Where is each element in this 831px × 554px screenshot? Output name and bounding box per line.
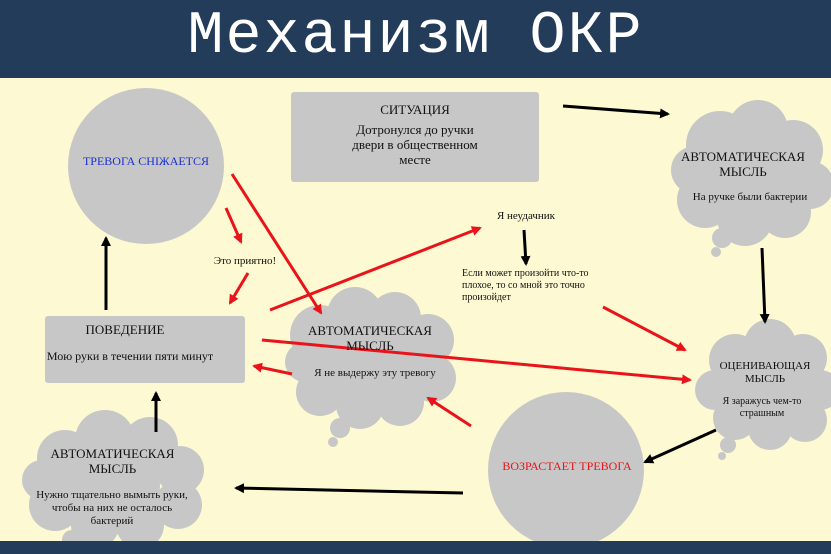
situation-text: Дотронулся до ручки двери в общественном… xyxy=(352,122,478,167)
auto-thought-center-cloud xyxy=(285,287,456,447)
arrow-center-thought-to-behavior xyxy=(252,362,293,376)
arrow-loser-to-condition xyxy=(520,229,531,266)
nice-label: Это приятно! xyxy=(213,255,277,267)
loser-label: Я неудачник xyxy=(496,210,556,222)
anxiety-decreases-label: ТРЕВОГА СНIЖАЕТСЯ xyxy=(82,154,210,168)
arrow-anxiety-up-to-center-thought xyxy=(426,396,472,428)
behavior-heading: ПОВЕДЕНИЕ xyxy=(85,322,165,337)
situation-heading: СИТУАЦИЯ xyxy=(380,102,450,117)
arrow-anxiety-up-to-bottom-thought xyxy=(234,483,464,495)
anxiety-increases-circle xyxy=(488,392,644,548)
arrow-condition-to-evaluating xyxy=(602,305,687,352)
arrow-behavior-to-loser xyxy=(269,226,482,312)
arrow-situation-to-thought xyxy=(562,104,670,119)
auto-thought-top-heading: АВТОМАТИЧЕСКАЯ МЫСЛЬ xyxy=(681,149,805,179)
arrow-behavior-to-evaluating xyxy=(261,338,692,385)
behavior-box xyxy=(45,316,245,383)
anxiety-decreases-circle xyxy=(68,88,224,244)
auto-thought-center-text: Я не выдержу эту тревогу xyxy=(314,367,436,379)
auto-thought-bottom-heading: АВТОМАТИЧЕСКАЯ МЫСЛЬ xyxy=(50,446,175,476)
evaluating-thought-cloud xyxy=(695,319,831,460)
evaluating-thought-heading: ОЦЕНИВАЮЩАЯ МЫСЛЬ xyxy=(719,360,811,385)
auto-thought-center-heading: АВТОМАТИЧЕСКАЯ МЫСЛЬ xyxy=(308,323,432,353)
auto-thought-bottom-text: Нужно тщательно вымыть руки, чтобы на ни… xyxy=(36,489,188,527)
auto-thought-bottom-cloud xyxy=(22,410,204,550)
behavior-text: Мою руки в течении пяти минут xyxy=(46,349,214,363)
arrow-nice-to-behavior xyxy=(228,272,250,305)
footer-bar xyxy=(0,541,831,554)
evaluating-thought-text: Я заражусь чем-то страшным xyxy=(722,396,802,419)
arrow-evaluating-to-anxiety-up xyxy=(643,428,717,464)
arrow-anxiety-down-to-center-thought xyxy=(230,173,323,315)
if-may-happen-label: Если может произойти что-то плохое, то с… xyxy=(462,268,589,303)
anxiety-increases-label: ВОЗРАСТАЕТ ТРЕВОГА xyxy=(502,459,632,473)
arrow-thought-to-evaluating xyxy=(759,247,770,324)
auto-thought-top-cloud xyxy=(671,100,831,257)
arrow-anxiety-down-to-nice xyxy=(224,207,243,244)
header-bar: Механизм ОКР xyxy=(0,0,831,78)
situation-box xyxy=(291,92,539,182)
page-title: Механизм ОКР xyxy=(187,3,644,71)
auto-thought-top-text: На ручке были бактерии xyxy=(692,191,808,203)
